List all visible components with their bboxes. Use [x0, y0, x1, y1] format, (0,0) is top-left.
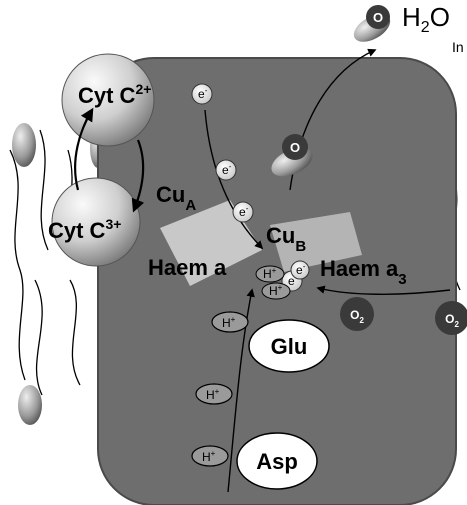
lipid-tails-left: [9, 129, 81, 396]
proton-site-2: H+: [261, 282, 291, 300]
proton-2: H+: [195, 383, 233, 405]
cyt-c-oxidized-label: Cyt C3+: [48, 216, 121, 243]
haem-a-label: Haem a: [148, 255, 227, 280]
electron-2: e-: [215, 159, 237, 181]
proton-pathway-arrow: [227, 288, 255, 493]
membrane-protein: [97, 57, 457, 505]
svg-text:H+: H+: [202, 449, 216, 464]
proton-3: H+: [191, 445, 229, 467]
o2-molecule-inner: O2: [340, 297, 374, 331]
lipid-head-left-top: [12, 123, 36, 167]
svg-text:H+: H+: [263, 266, 277, 281]
cyt-c-reduced-label: Cyt C2+: [78, 81, 151, 108]
inner-oxygen-label: O: [290, 140, 300, 155]
electron-5: e-: [290, 260, 310, 280]
cyt-cycle-arrow-up: [74, 107, 94, 191]
oxygen-entry-arrow: [316, 285, 451, 295]
svg-text:e-: e-: [222, 162, 232, 177]
proton-1: H+: [211, 311, 249, 333]
electron-3: e-: [232, 201, 254, 223]
water-molecule-top: O: [353, 5, 391, 42]
o2-molecule-edge: O2: [435, 301, 467, 335]
cyt-cycle-arrow-down: [131, 139, 145, 213]
electron-path-arrow: [204, 109, 264, 250]
glu-label: Glu: [271, 334, 308, 359]
cub-label: CuB: [266, 223, 306, 255]
electron-1: e-: [191, 83, 213, 105]
svg-text:H+: H+: [206, 387, 220, 402]
haem-a3-label: Haem a3: [320, 256, 407, 288]
water-label: H2O: [402, 2, 450, 36]
haem-a-plate: [160, 200, 262, 286]
svg-text:H+: H+: [269, 283, 283, 298]
lipid-head-left-bottom: [18, 385, 42, 425]
svg-text:e-: e-: [198, 86, 208, 101]
haem-a3-plate: [270, 212, 362, 272]
asp-label: Asp: [256, 449, 298, 474]
proton-site-1: H+: [255, 265, 285, 283]
asp-residue: Asp: [236, 432, 318, 490]
cua-label: CuA: [156, 182, 196, 214]
svg-text:O2: O2: [445, 312, 459, 329]
water-oxygen-label: O: [373, 10, 383, 25]
in-label: In: [452, 39, 464, 55]
water-molecule-inner: O: [271, 134, 313, 177]
svg-text:e-: e-: [239, 204, 249, 219]
cyt-c-oxidized-sphere: [51, 177, 141, 267]
svg-text:H+: H+: [222, 315, 236, 330]
svg-text:O2: O2: [350, 308, 364, 325]
svg-text:e-: e-: [296, 262, 306, 277]
glu-residue: Glu: [248, 319, 330, 373]
